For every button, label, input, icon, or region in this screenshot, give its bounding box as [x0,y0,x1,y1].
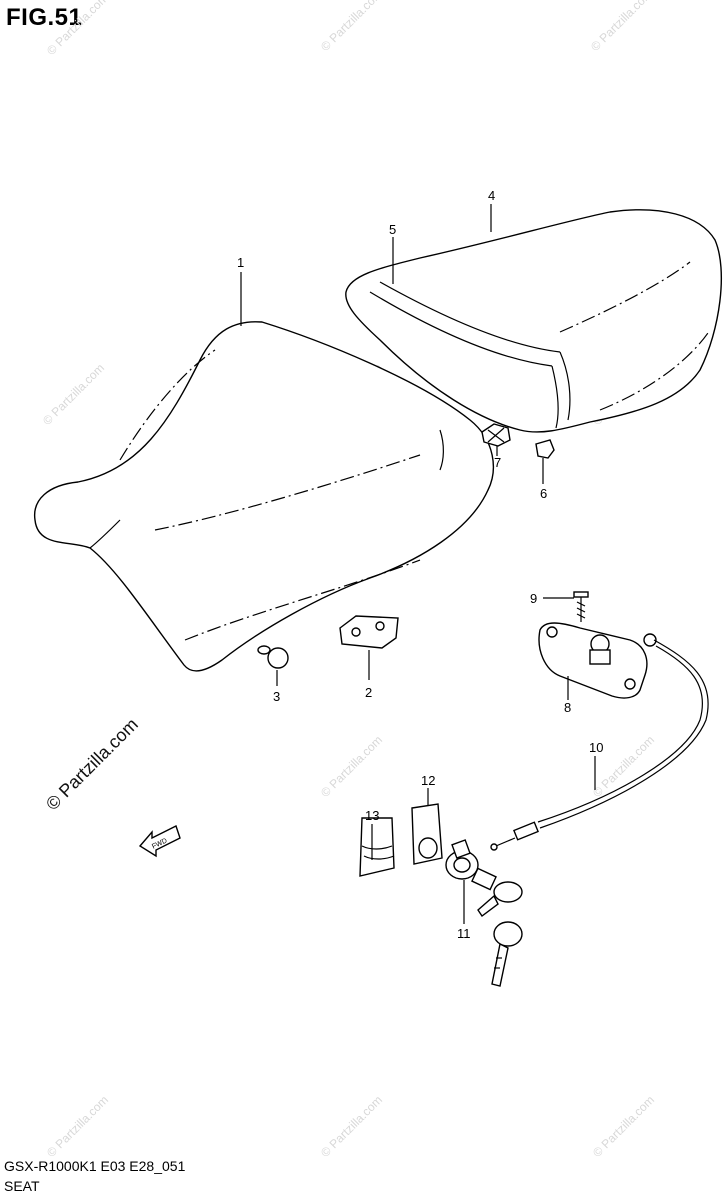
callout-3: 3 [273,689,280,704]
forward-arrow-icon: FWD [138,825,181,858]
callout-9: 9 [530,591,537,606]
lock-bracket [411,803,443,865]
callout-2: 2 [365,685,372,700]
rear-seat [345,209,723,433]
lock-holder [359,817,395,877]
seat-lock-cable [490,639,709,851]
callout-13: 13 [365,808,379,823]
lock-screw [573,591,589,622]
callout-leaders [240,204,596,924]
callout-1: 1 [237,255,244,270]
seat-cushion-stopper [257,645,289,669]
callout-12: 12 [421,773,435,788]
seat-rubber-mount [481,423,511,447]
callout-11: 11 [457,926,471,941]
seat-lock-cylinder [445,839,497,891]
callout-4: 4 [488,188,495,203]
seat-clip [535,439,555,459]
callout-5: 5 [389,222,396,237]
key-2 [491,921,523,987]
callout-8: 8 [564,700,571,715]
key-1 [477,881,523,918]
diagram-code: GSX-R1000K1 E03 E28_051 [4,1158,186,1174]
diagram-name: SEAT [4,1178,40,1194]
front-seat [33,321,494,672]
seat-bracket [339,615,399,649]
seat-lock-assembly [538,622,657,699]
figure-title: FIG.51 [6,4,83,31]
callout-10: 10 [589,740,603,755]
callout-6: 6 [540,486,547,501]
callout-7: 7 [494,455,501,470]
